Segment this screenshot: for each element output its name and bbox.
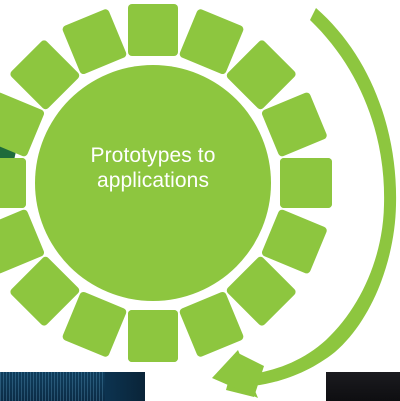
gear-label: Prototypes to applications bbox=[60, 143, 246, 193]
photo-thumbnail-left bbox=[0, 372, 145, 401]
gear-label-line1: Prototypes to bbox=[90, 144, 216, 167]
gear-label-line2: applications bbox=[96, 169, 210, 192]
gear-icon bbox=[0, 4, 332, 362]
cycle-arrowhead-tip bbox=[212, 350, 258, 398]
photo-thumbnail-right bbox=[326, 372, 400, 401]
